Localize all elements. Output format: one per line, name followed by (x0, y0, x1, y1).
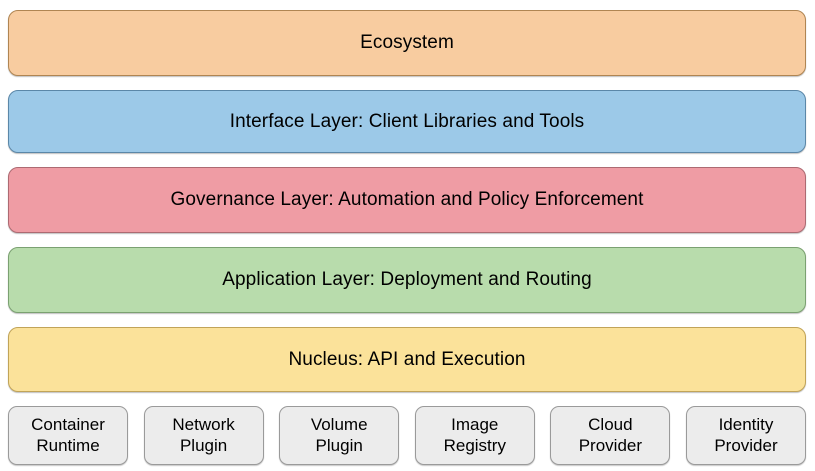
layer-ecosystem-label: Ecosystem (360, 32, 454, 54)
plugin-row: Container Runtime Network Plugin Volume … (8, 406, 806, 465)
layer-governance: Governance Layer: Automation and Policy … (8, 167, 806, 233)
plugin-label-identity-provider: Identity Provider (714, 415, 778, 455)
plugin-label-image-registry: Image Registry (443, 415, 506, 455)
plugin-label-volume-plugin: Volume Plugin (310, 415, 368, 455)
plugin-box-identity-provider: Identity Provider (685, 406, 806, 465)
layer-nucleus-label: Nucleus: API and Execution (288, 348, 526, 370)
layer-interface-label: Interface Layer: Client Libraries and To… (229, 110, 585, 132)
plugin-label-container-runtime: Container Runtime (31, 415, 105, 455)
plugin-box-image-registry: Image Registry (414, 406, 535, 465)
plugin-box-volume-plugin: Volume Plugin (279, 406, 400, 465)
plugin-box-cloud-provider: Cloud Provider (550, 406, 671, 465)
layer-nucleus: Nucleus: API and Execution (8, 327, 806, 392)
layer-application-label: Application Layer: Deployment and Routin… (222, 269, 592, 291)
layer-governance-label: Governance Layer: Automation and Policy … (170, 189, 644, 211)
layer-application: Application Layer: Deployment and Routin… (8, 247, 806, 313)
plugin-box-container-runtime: Container Runtime (8, 406, 128, 465)
layer-interface: Interface Layer: Client Libraries and To… (8, 90, 806, 153)
plugin-label-network-plugin: Network Plugin (172, 415, 235, 455)
layer-ecosystem: Ecosystem (8, 10, 806, 76)
plugin-label-cloud-provider: Cloud Provider (578, 415, 643, 455)
plugin-box-network-plugin: Network Plugin (143, 406, 264, 465)
